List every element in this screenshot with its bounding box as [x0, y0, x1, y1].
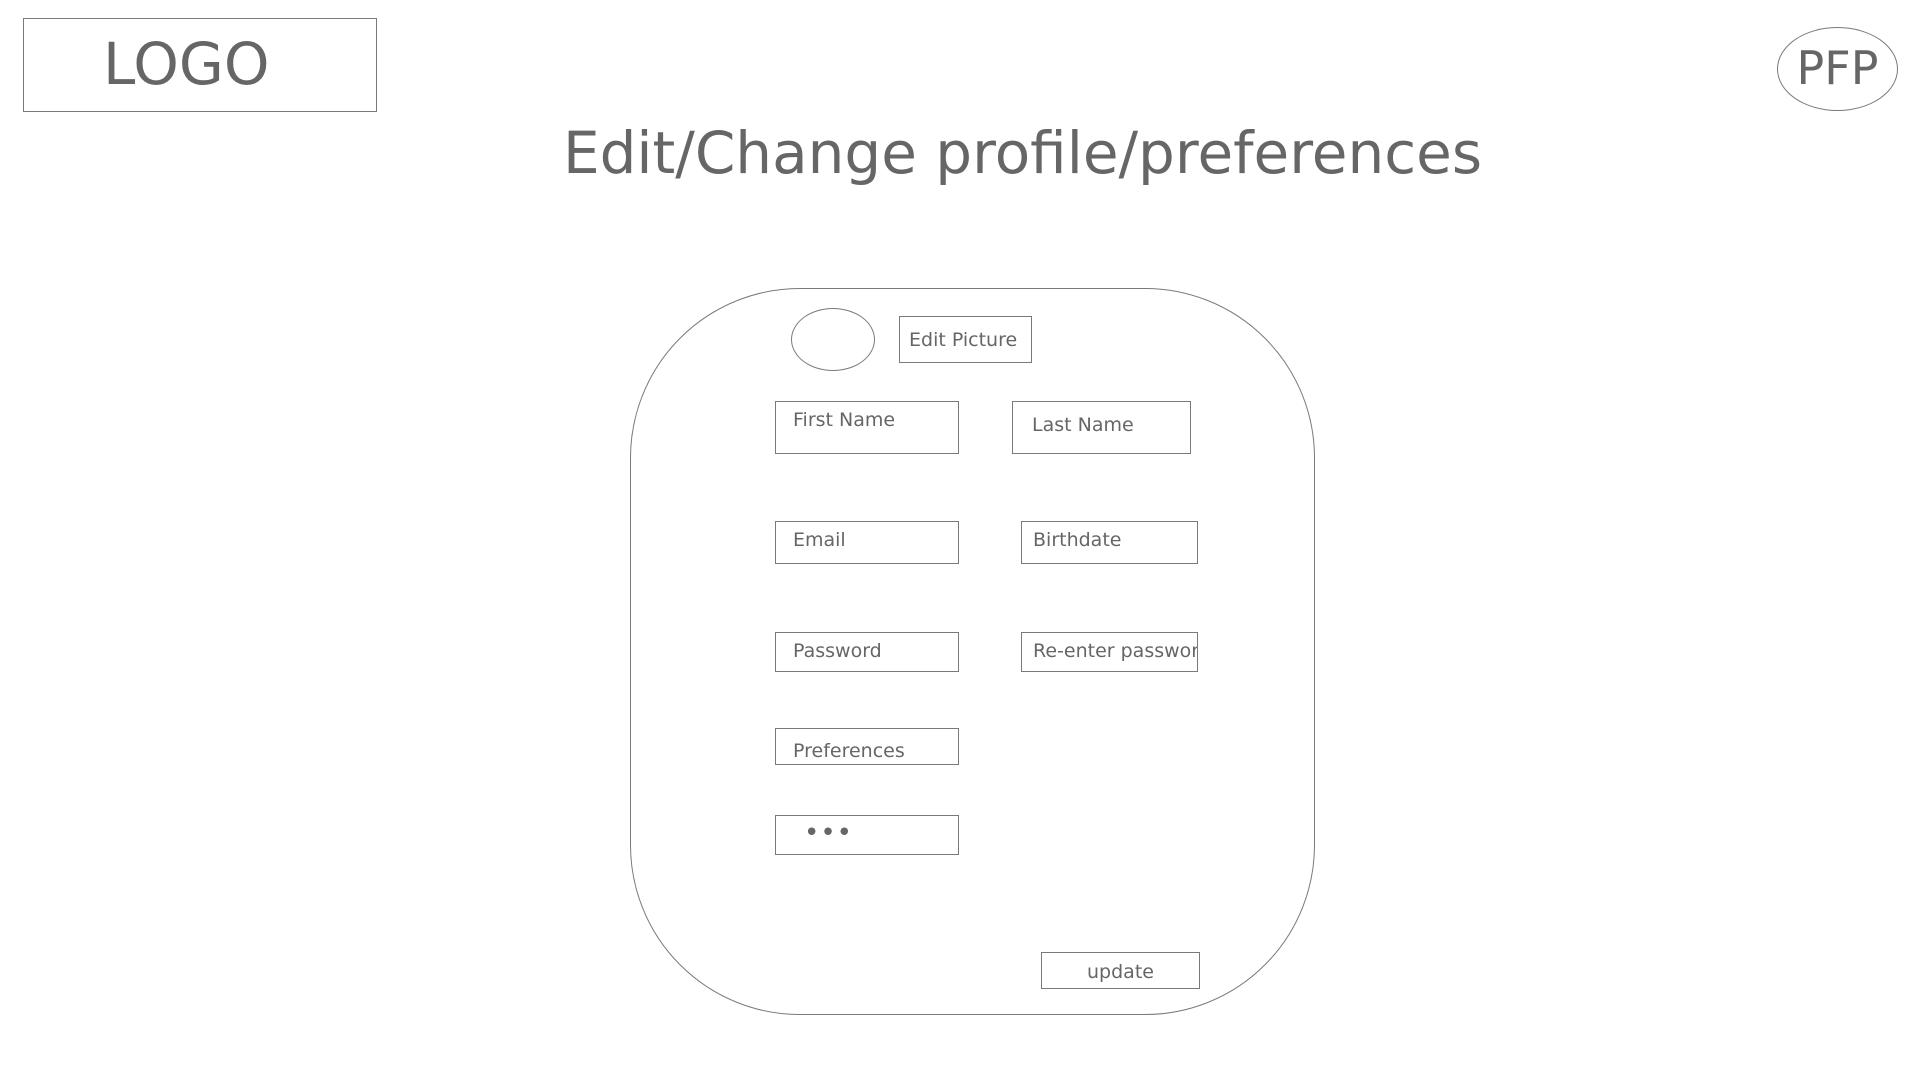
profile-picture-avatar: [791, 308, 875, 371]
profile-form-card: [630, 288, 1315, 1015]
logo[interactable]: LOGO: [23, 18, 377, 112]
last-name-field[interactable]: Last Name: [1012, 401, 1191, 454]
profile-avatar-button[interactable]: PFP: [1777, 27, 1898, 111]
more-options-field[interactable]: •••: [775, 815, 959, 855]
reenter-password-field[interactable]: Re-enter password: [1021, 632, 1198, 672]
birthdate-field[interactable]: Birthdate: [1021, 521, 1198, 564]
edit-picture-button[interactable]: Edit Picture: [899, 316, 1032, 363]
page-title: Edit/Change profile/preferences: [562, 119, 1483, 187]
first-name-field[interactable]: First Name: [775, 401, 959, 454]
email-field[interactable]: Email: [775, 521, 959, 564]
preferences-field[interactable]: Preferences: [775, 728, 959, 765]
password-field[interactable]: Password: [775, 632, 959, 672]
update-button[interactable]: update: [1041, 952, 1200, 989]
